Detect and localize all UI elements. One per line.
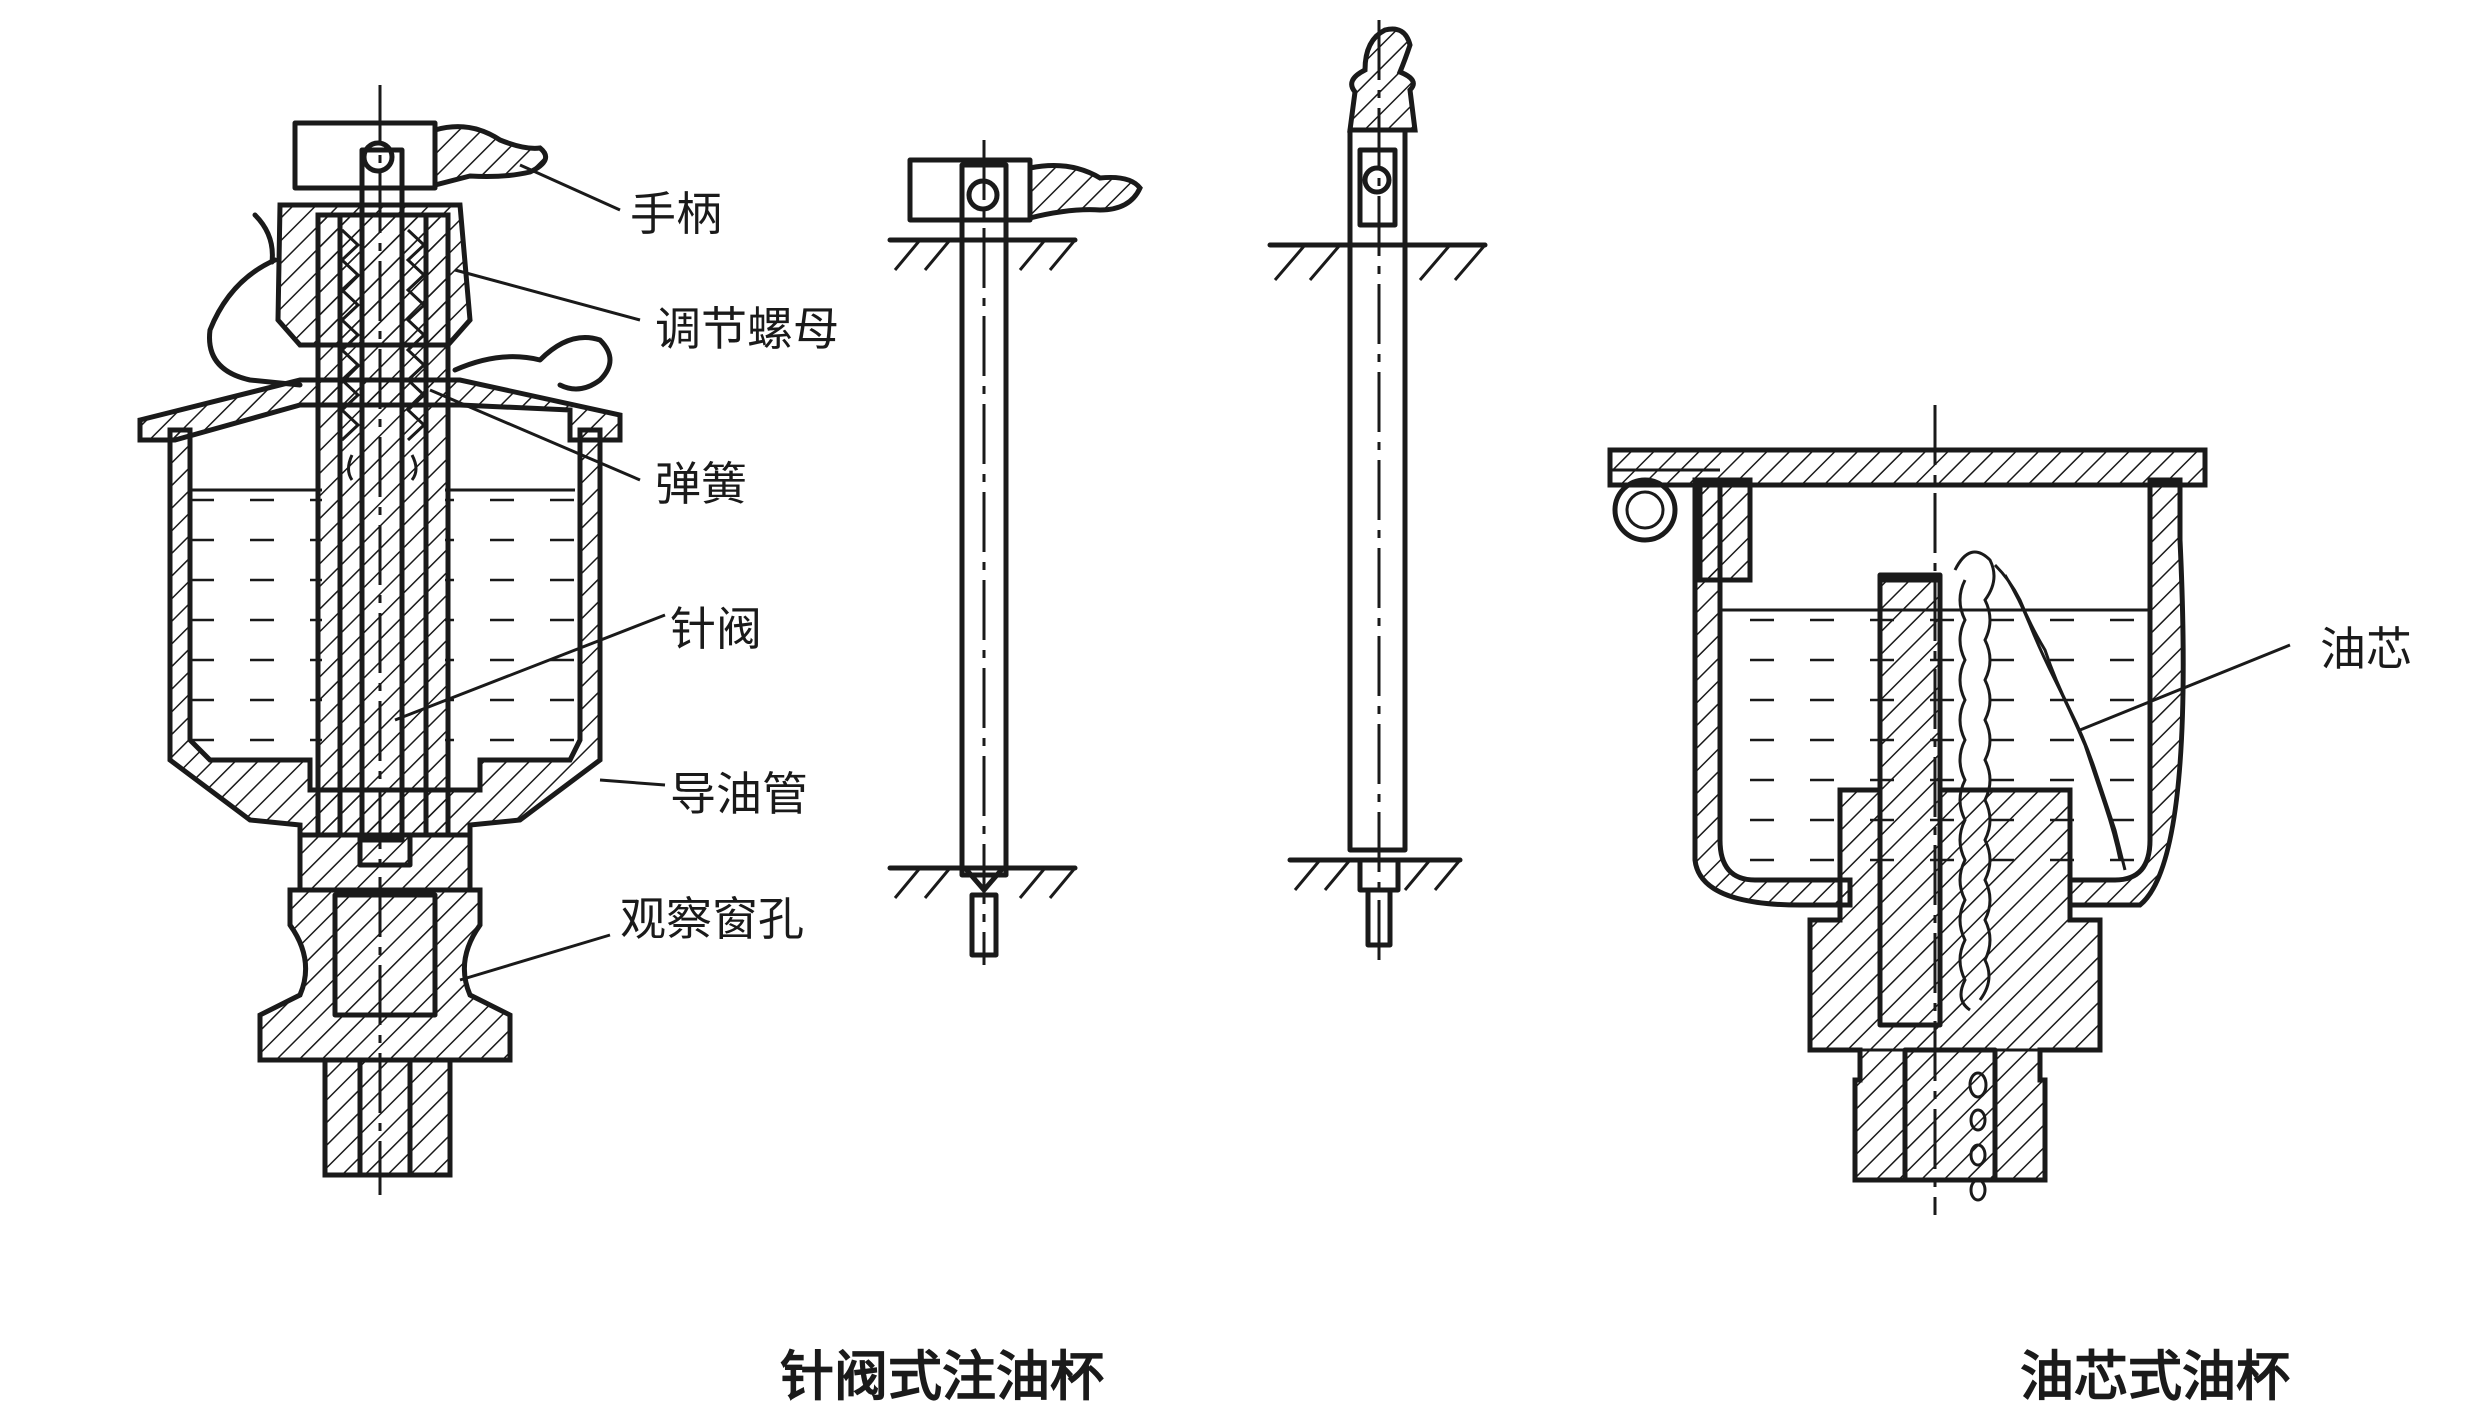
handle-pin <box>361 140 395 174</box>
ground-top-1 <box>887 237 1078 271</box>
ground-bottom-2 <box>1287 857 1463 948</box>
side-clip-left-hook <box>252 212 275 265</box>
label-sight-hole: 观察窗孔 <box>620 892 804 946</box>
ground-top-2 <box>1267 242 1488 281</box>
needle-knob <box>1347 26 1418 133</box>
side-clip-right <box>452 335 613 392</box>
spring <box>339 228 427 442</box>
label-oil-guide-tube: 导油管 <box>670 767 808 821</box>
label-adjust-nut: 调节螺母 <box>655 302 839 356</box>
cup-body <box>167 427 603 838</box>
left-leaders <box>394 163 666 982</box>
label-handle: 手柄 <box>630 187 722 241</box>
needle-valve-open-view <box>887 140 1143 965</box>
oil-right <box>445 490 575 750</box>
handle-lever <box>432 124 549 189</box>
lid-hinge <box>1612 477 1678 543</box>
label-oil-wick: 油芯 <box>2320 622 2412 676</box>
threaded-stem <box>322 1057 453 1178</box>
oil-left <box>192 490 322 750</box>
side-clip-left <box>207 257 303 388</box>
label-spring: 弹簧 <box>655 457 747 511</box>
oil-wick <box>1953 550 2127 1202</box>
wick-oil-cup <box>1607 405 2208 1215</box>
needle-valve-oil-cup <box>137 85 623 1195</box>
ground-bottom-1 <box>887 865 1078 958</box>
caption-needle-valve-cup: 针阀式注油杯 <box>780 1345 1104 1408</box>
label-needle-valve: 针阀 <box>670 602 762 656</box>
caption-wick-cup: 油芯式油杯 <box>2020 1345 2290 1408</box>
needle-valve-closed-view <box>1267 20 1488 960</box>
